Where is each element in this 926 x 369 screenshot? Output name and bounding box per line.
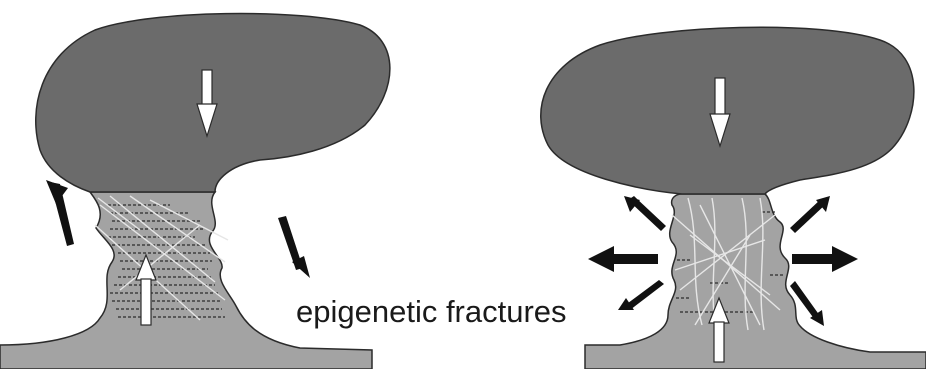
right-left-arrow: [588, 246, 658, 272]
right-shear-lower-left: [618, 280, 664, 310]
right-panel: [541, 27, 926, 369]
left-shear-arrow-up: [46, 180, 74, 246]
right-stem: [585, 194, 926, 369]
right-right-arrow: [792, 246, 858, 272]
left-cap: [36, 14, 390, 192]
left-shear-arrow-down: [278, 216, 310, 278]
right-shear-upper-left: [624, 196, 666, 231]
right-cap: [541, 27, 914, 194]
right-shear-upper-right: [790, 196, 830, 233]
epigenetic-fractures-label: epigenetic fractures: [296, 296, 567, 327]
